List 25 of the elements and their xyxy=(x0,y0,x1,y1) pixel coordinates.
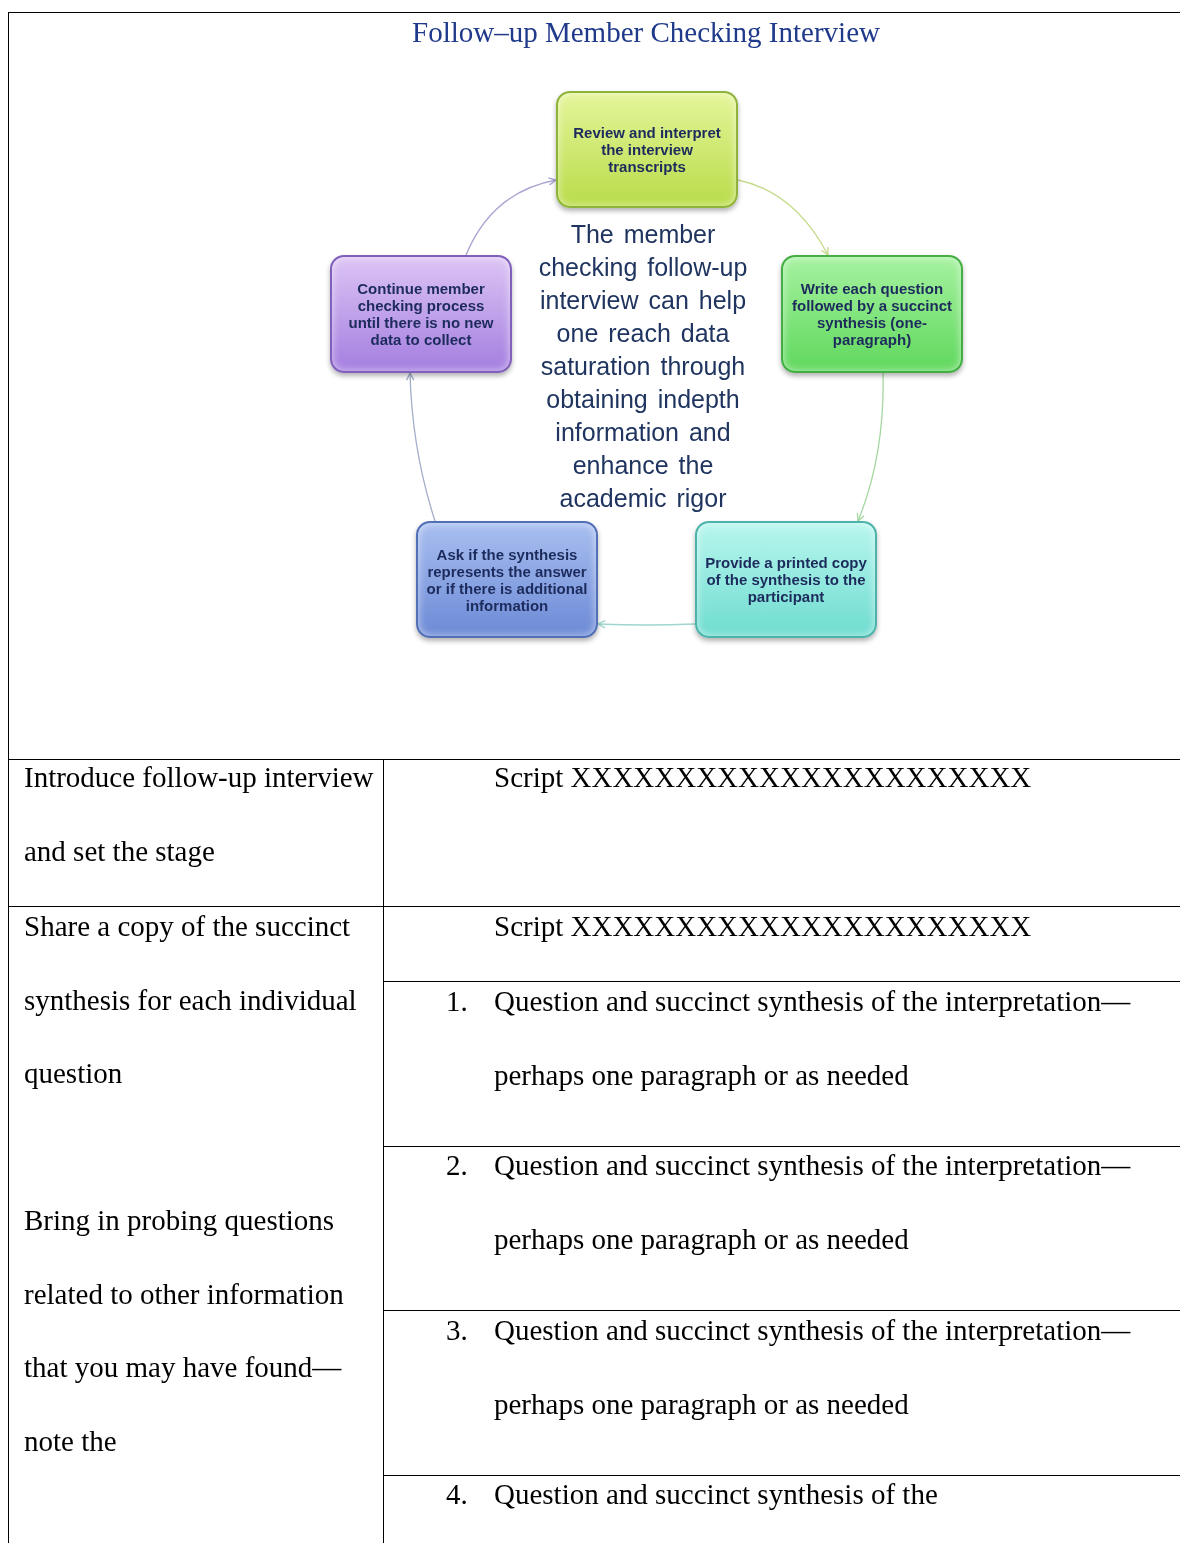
process-box: Write each question followed by a succinct synthesis (one-paragraph) xyxy=(781,255,963,373)
table-cell-text: Question and succinct synthesis of the interpretation—perhaps one paragraph or as needed xyxy=(494,984,1132,1093)
table-cell-text: Question and succinct synthesis of the interpretation—perhaps one paragraph or as needed xyxy=(494,1148,1132,1257)
process-box: Review and interpret the interview transcripts xyxy=(556,91,738,208)
cycle-arrow xyxy=(406,372,436,522)
process-box: Provide a printed copy of the synthesis to the participant xyxy=(695,521,877,638)
process-box: Continue member checking process until there is no new data to collect xyxy=(330,255,512,373)
diagram-title: Follow–up Member Checking Interview xyxy=(411,15,881,50)
cycle-arrow xyxy=(856,372,884,522)
process-box: Ask if the synthesis represents the answer or if there is additional information xyxy=(416,521,598,638)
table-cell-text: Question and succinct synthesis of the xyxy=(494,1477,939,1512)
cycle-arrow xyxy=(737,179,829,256)
cycle-arrow xyxy=(465,177,557,256)
table-cell-text: Script XXXXXXXXXXXXXXXXXXXXXX xyxy=(494,909,1033,944)
cycle-arrow xyxy=(597,620,696,629)
list-number: 3. xyxy=(446,1313,469,1348)
table-cell-text: Share a copy of the succinct synthesis for each individual question xyxy=(24,909,358,1091)
table-cell-text: Question and succinct synthesis of the interpretation—perhaps one paragraph or as needed xyxy=(494,1313,1132,1422)
list-number: 1. xyxy=(446,984,469,1019)
table-cell-text: Script XXXXXXXXXXXXXXXXXXXXXX xyxy=(494,760,1033,795)
list-number: 2. xyxy=(446,1148,469,1183)
table-cell-text: Introduce follow-up interview and set the stage xyxy=(24,760,375,869)
table-cell-text: Bring in probing questions related to other information that you may have found—note the xyxy=(24,1203,345,1459)
center-text: The member checking follow-up interview can help one reach data saturation through obtaining indepth information and enhance the academic rigor xyxy=(537,219,749,514)
list-number: 4. xyxy=(446,1477,469,1512)
